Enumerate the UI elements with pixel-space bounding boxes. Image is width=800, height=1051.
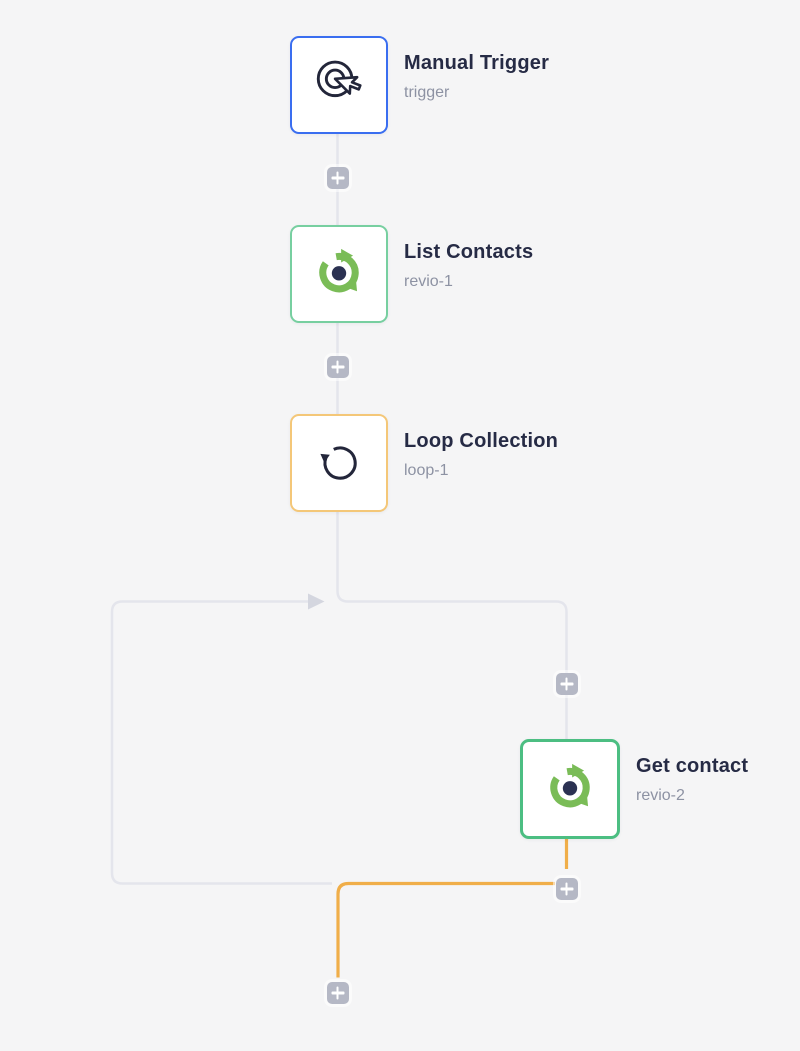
- add-step-button-after-loop[interactable]: [326, 982, 349, 1004]
- workflow-node-loop-collection: Loop Collection loop-1: [290, 414, 558, 512]
- plus-icon: [560, 677, 573, 691]
- revio-icon: [319, 248, 359, 293]
- node-title: List Contacts: [404, 241, 534, 263]
- node-title: Manual Trigger: [404, 52, 550, 74]
- add-step-button-loop-body[interactable]: [555, 673, 578, 695]
- node-subtitle: loop-1: [404, 462, 449, 479]
- connector-loop-to-getcontact: [336, 508, 568, 739]
- workflow-node-list-contacts: List Contacts revio-1: [290, 225, 533, 323]
- loop-counterclockwise-icon: [320, 446, 357, 480]
- node-subtitle: revio-2: [636, 787, 685, 804]
- node-label: Get contact revio-2: [636, 739, 748, 807]
- node-box-get-contact[interactable]: [520, 739, 620, 839]
- add-step-button-after-list-contacts[interactable]: [326, 356, 349, 378]
- node-title: Get contact: [636, 755, 749, 777]
- node-label: Manual Trigger trigger: [404, 36, 549, 104]
- node-title: Loop Collection: [404, 430, 559, 452]
- plus-icon: [331, 986, 344, 1000]
- plus-icon: [560, 882, 573, 896]
- add-step-button-after-get-contact[interactable]: [555, 878, 578, 900]
- connector-loop-return: [110, 600, 332, 885]
- connector-loop-exit: [336, 881, 555, 978]
- node-subtitle: revio-1: [404, 273, 453, 290]
- node-box-manual-trigger[interactable]: [290, 36, 388, 134]
- manual-trigger-icon: [316, 60, 362, 98]
- node-label: Loop Collection loop-1: [404, 414, 558, 482]
- loop-return-arrowhead-icon: [308, 593, 325, 610]
- workflow-node-get-contact: Get contact revio-2: [520, 739, 748, 839]
- add-step-button-after-trigger[interactable]: [326, 167, 349, 189]
- node-subtitle: trigger: [404, 84, 450, 101]
- node-label: List Contacts revio-1: [404, 225, 533, 293]
- plus-icon: [331, 360, 344, 374]
- workflow-node-manual-trigger: Manual Trigger trigger: [290, 36, 549, 134]
- plus-icon: [331, 171, 344, 185]
- node-box-loop-collection[interactable]: [290, 414, 388, 512]
- node-box-list-contacts[interactable]: [290, 225, 388, 323]
- revio-icon: [550, 763, 590, 808]
